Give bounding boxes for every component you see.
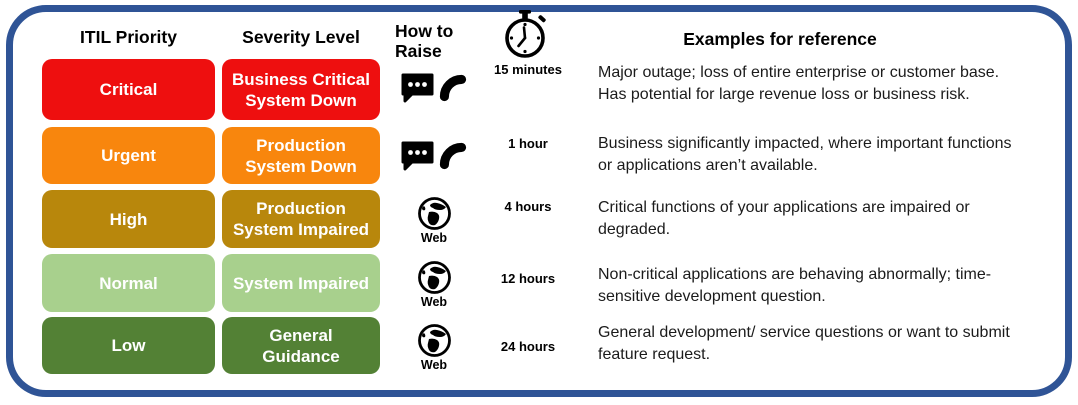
severity-label: System Impaired: [232, 273, 370, 293]
priority-pill: Urgent: [42, 127, 215, 184]
priority-pill: High: [42, 190, 215, 248]
example-text: Critical functions of your applications …: [598, 199, 970, 238]
severity-pill: Business Critical System Down: [222, 59, 380, 120]
priority-pill: Critical: [42, 59, 215, 120]
chat-bubble-icon: [401, 141, 434, 171]
header-how-to-raise: How to Raise: [395, 21, 454, 61]
header-examples: Examples for reference: [683, 29, 877, 49]
phone-icon: [438, 73, 468, 103]
globe-icon: [417, 196, 452, 231]
severity-pill: System Impaired: [222, 254, 380, 312]
severity-pill: Production System Down: [222, 127, 380, 184]
response-time: 4 hours: [504, 199, 552, 214]
globe-icon: [417, 260, 452, 295]
priority-label: Critical: [99, 80, 158, 99]
raise-methods: [396, 73, 472, 103]
phone-icon: [438, 141, 468, 171]
response-time: 1 hour: [508, 136, 548, 151]
severity-label: Production System Impaired: [232, 199, 370, 239]
priority-pill: Low: [42, 317, 215, 374]
chat-bubble-icon: [401, 73, 434, 103]
severity-row-critical: Critical Business Critical System Down M…: [0, 59, 1078, 120]
priority-label: Normal: [99, 273, 158, 293]
response-time: 12 hours: [500, 271, 556, 286]
raise-methods: Web: [396, 323, 472, 372]
example-text: Business significantly impacted, where i…: [598, 135, 1012, 174]
header-itil-priority: ITIL Priority: [80, 27, 177, 47]
web-label: Web: [420, 358, 448, 372]
example-text: Major outage; loss of entire enterprise …: [598, 64, 1000, 103]
response-time: 15 minutes: [494, 62, 562, 77]
priority-label: High: [109, 209, 148, 229]
severity-pill: General Guidance: [222, 317, 380, 374]
priority-pill: Normal: [42, 254, 215, 312]
web-label: Web: [420, 295, 448, 309]
severity-row-urgent: Urgent Production System Down Business s…: [0, 127, 1078, 184]
stopwatch-icon: [500, 8, 550, 60]
raise-methods: Web: [396, 196, 472, 245]
severity-label: Production System Down: [245, 135, 357, 176]
example-text: Non-critical applications are behaving a…: [598, 266, 992, 305]
globe-icon: [417, 323, 452, 358]
severity-row-normal: Normal System Impaired Web Non-critical …: [0, 254, 1078, 312]
example-text: General development/ service questions o…: [598, 324, 1010, 363]
severity-label: Business Critical System Down: [232, 69, 370, 110]
severity-row-high: High Production System Impaired Web Crit…: [0, 190, 1078, 248]
raise-methods: Web: [396, 260, 472, 309]
severity-row-low: Low General Guidance Web General develop…: [0, 317, 1078, 374]
priority-label: Low: [111, 336, 146, 355]
response-time: 24 hours: [500, 339, 556, 354]
severity-pill: Production System Impaired: [222, 190, 380, 248]
priority-label: Urgent: [101, 146, 156, 165]
header-severity-level: Severity Level: [242, 27, 360, 47]
web-label: Web: [420, 231, 448, 245]
raise-methods: [396, 141, 472, 171]
severity-label: General Guidance: [262, 325, 340, 366]
